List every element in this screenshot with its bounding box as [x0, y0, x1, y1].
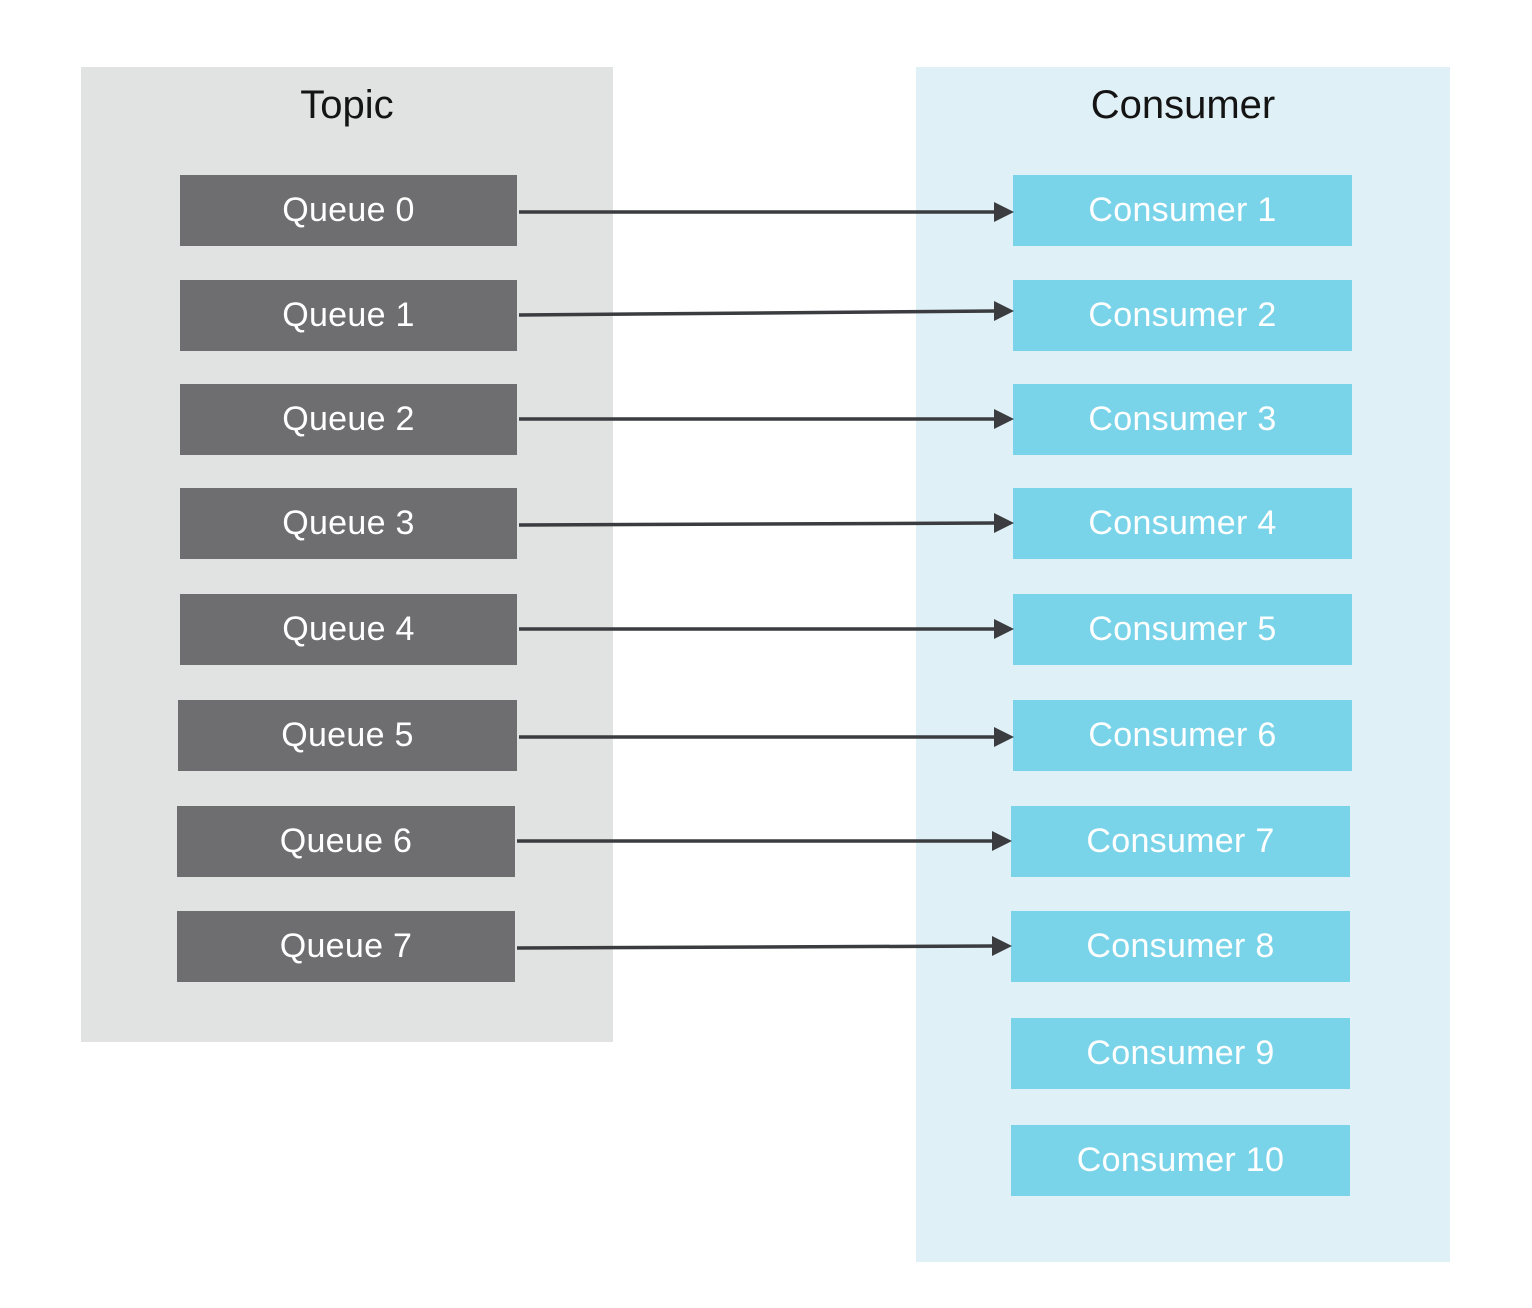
queue-box: Queue 7: [177, 911, 515, 982]
queue-box: Queue 3: [180, 488, 517, 559]
queue-box: Queue 1: [180, 280, 517, 351]
queue-box: Queue 2: [180, 384, 517, 455]
queue-box: Queue 4: [180, 594, 517, 665]
queue-box: Queue 6: [177, 806, 515, 877]
consumer-box: Consumer 4: [1013, 488, 1352, 559]
consumer-box: Consumer 7: [1011, 806, 1350, 877]
consumer-box: Consumer 3: [1013, 384, 1352, 455]
consumer-box: Consumer 1: [1013, 175, 1352, 246]
consumer-box: Consumer 5: [1013, 594, 1352, 665]
consumer-box: Consumer 6: [1013, 700, 1352, 771]
consumer-box: Consumer 9: [1011, 1018, 1350, 1089]
consumer-title: Consumer: [1090, 83, 1276, 127]
consumer-box: Consumer 8: [1011, 911, 1350, 982]
queue-box: Queue 0: [180, 175, 517, 246]
queue-box: Queue 5: [178, 700, 517, 771]
consumer-box: Consumer 10: [1011, 1125, 1350, 1196]
topic-title: Topic: [300, 83, 394, 127]
consumer-box: Consumer 2: [1013, 280, 1352, 351]
